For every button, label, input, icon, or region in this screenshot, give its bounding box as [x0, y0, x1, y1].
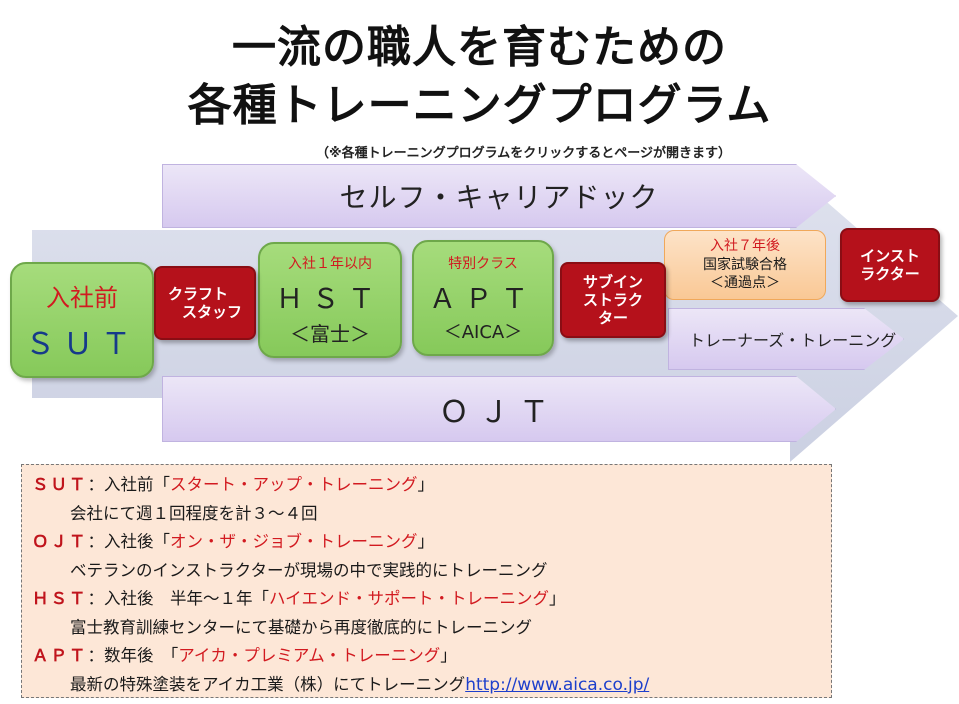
- apt-program-name: ＡＰＴ: [429, 283, 537, 315]
- hst-program-stage: 入社１年以内: [288, 256, 372, 272]
- sub-instructor-label-3: ター: [597, 309, 628, 327]
- sut-program-title[interactable]: スタート・アップ・トレーニング: [170, 475, 418, 494]
- sub-instructor-label-2: ストラク: [582, 291, 643, 309]
- seven-year-exam: 国家試験合格: [703, 256, 787, 273]
- hst-key: ＨＳＴ: [32, 589, 88, 609]
- apt-program-stage: 特別クラス: [448, 255, 518, 272]
- ojt-description: ＯＪＴ：入社後「オン・ザ・ジョブ・トレーニング」: [32, 532, 434, 552]
- instructor-label-1: インスト: [860, 247, 920, 265]
- apt-description: ＡＰＴ：数年後 「アイカ・プレミアム・トレーニング」: [32, 646, 457, 666]
- click-hint: （※各種トレーニングプログラムをクリックするとページが開きます）: [316, 146, 731, 161]
- hst-program-name: ＨＳＴ: [276, 284, 384, 315]
- program-description-panel: ＳＵＴ：入社前「スタート・アップ・トレーニング」 会社にて週１回程度を計３～４回…: [21, 464, 832, 698]
- apt-program-title[interactable]: アイカ・プレミアム・トレーニング: [178, 646, 441, 666]
- ojt-detail: ベテランのインストラクターが現場の中で実践的にトレーニング: [70, 560, 548, 580]
- hst-program-box[interactable]: 入社１年以内 ＨＳＴ ＜富士＞: [258, 242, 402, 358]
- sut-description: ＳＵＴ：入社前「スタート・アップ・トレーニング」: [32, 475, 434, 494]
- sut-detail: 会社にて週１回程度を計３～４回: [70, 503, 318, 523]
- sut-program-stage: 入社前: [46, 283, 118, 312]
- apt-key: ＡＰＴ: [32, 646, 88, 666]
- sub-instructor-role[interactable]: サブイン ストラク ター: [560, 262, 666, 338]
- trainers-training-label: トレーナーズ・トレーニング: [689, 331, 897, 350]
- hst-program-location: ＜富士＞: [290, 322, 370, 346]
- craft-staff-role[interactable]: クラフト スタッフ: [154, 266, 256, 340]
- apt-detail: 最新の特殊塗装をアイカ工業（株）にてトレーニングhttp://www.aica.…: [70, 674, 650, 695]
- hst-detail: 富士教育訓練センターにて基礎から再度徹底的にトレーニング: [70, 617, 532, 637]
- apt-program-box[interactable]: 特別クラス ＡＰＴ ＜AICA＞: [412, 240, 554, 356]
- sut-key: ＳＵＴ: [32, 475, 88, 494]
- self-career-dock-label: セルフ・キャリアドック: [339, 181, 659, 214]
- page-title-line-1: 一流の職人を育むための: [232, 22, 727, 73]
- trainers-training-arrow[interactable]: トレーナーズ・トレーニング: [668, 308, 904, 370]
- apt-program-location: ＜AICA＞: [443, 321, 523, 343]
- ojt-key: ＯＪＴ: [32, 532, 88, 552]
- aica-link[interactable]: http://www.aica.co.jp/: [465, 674, 650, 695]
- hst-description: ＨＳＴ：入社後 半年～１年「ハイエンド・サポート・トレーニング」: [32, 589, 566, 609]
- craft-staff-label-2: スタッフ: [181, 303, 242, 321]
- sut-program-name: ＳＵＴ: [25, 326, 139, 362]
- hst-program-title[interactable]: ハイエンド・サポート・トレーニング: [269, 589, 550, 609]
- craft-staff-label-1: クラフト: [167, 285, 228, 303]
- sub-instructor-label-1: サブイン: [582, 273, 643, 291]
- sut-program-box[interactable]: 入社前 ＳＵＴ: [10, 262, 154, 378]
- self-career-dock-arrow[interactable]: セルフ・キャリアドック: [162, 164, 836, 228]
- ojt-program-title[interactable]: オン・ザ・ジョブ・トレーニング: [170, 532, 418, 552]
- ojt-arrow[interactable]: ＯＪＴ: [162, 376, 836, 442]
- page-title-line-2: 各種トレーニングプログラム: [187, 80, 772, 131]
- seven-year-note: ＜通過点＞: [710, 275, 780, 292]
- instructor-role[interactable]: インスト ラクター: [840, 228, 940, 302]
- instructor-label-2: ラクター: [860, 265, 920, 283]
- ojt-label: ＯＪＴ: [439, 395, 559, 430]
- seven-year-stage: 入社７年後: [710, 237, 780, 254]
- seven-year-milestone-box[interactable]: 入社７年後 国家試験合格 ＜通過点＞: [664, 230, 826, 300]
